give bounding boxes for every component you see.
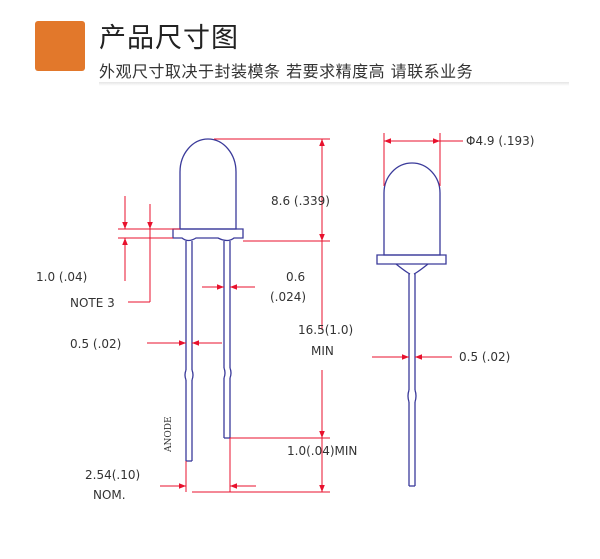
front-lead-right: [223, 241, 232, 439]
label-anode: ANODE: [164, 416, 174, 453]
label-lead-thickness-side: 0.5 (.02): [459, 350, 510, 364]
label-lead-thickness: 0.5 (.02): [70, 337, 121, 351]
front-dome: [179, 138, 237, 230]
label-diameter: Φ4.9 (.193): [466, 134, 534, 148]
side-dome: [383, 162, 441, 256]
front-lead-left: [184, 241, 194, 462]
header-accent-square: [35, 21, 85, 71]
label-lead-width-inch: (.024): [270, 290, 306, 304]
label-pitch-nom: NOM.: [93, 488, 126, 502]
side-neck: [395, 263, 429, 275]
label-lead-length: 16.5(1.0): [298, 323, 353, 337]
page-subtitle: 外观尺寸取决于封装模条 若要求精度高 请联系业务: [99, 62, 474, 81]
side-lead: [407, 274, 417, 487]
dimension-lines: [118, 133, 463, 493]
label-lead-diff: 1.0(.04)MIN: [287, 444, 357, 458]
front-flange: [172, 228, 244, 242]
label-lead-length-min: MIN: [311, 344, 334, 358]
label-lead-offset: 1.0 (.04): [36, 270, 87, 284]
label-note: NOTE 3: [70, 296, 115, 310]
label-pitch: 2.54(.10): [85, 468, 140, 482]
side-flange: [376, 254, 447, 265]
side-view: [376, 162, 447, 487]
label-body-height: 8.6 (.339): [271, 194, 330, 208]
header-underline: [99, 82, 569, 86]
front-view: [172, 138, 244, 462]
page-title: 产品尺寸图: [99, 23, 239, 54]
label-lead-width: 0.6: [286, 270, 305, 284]
